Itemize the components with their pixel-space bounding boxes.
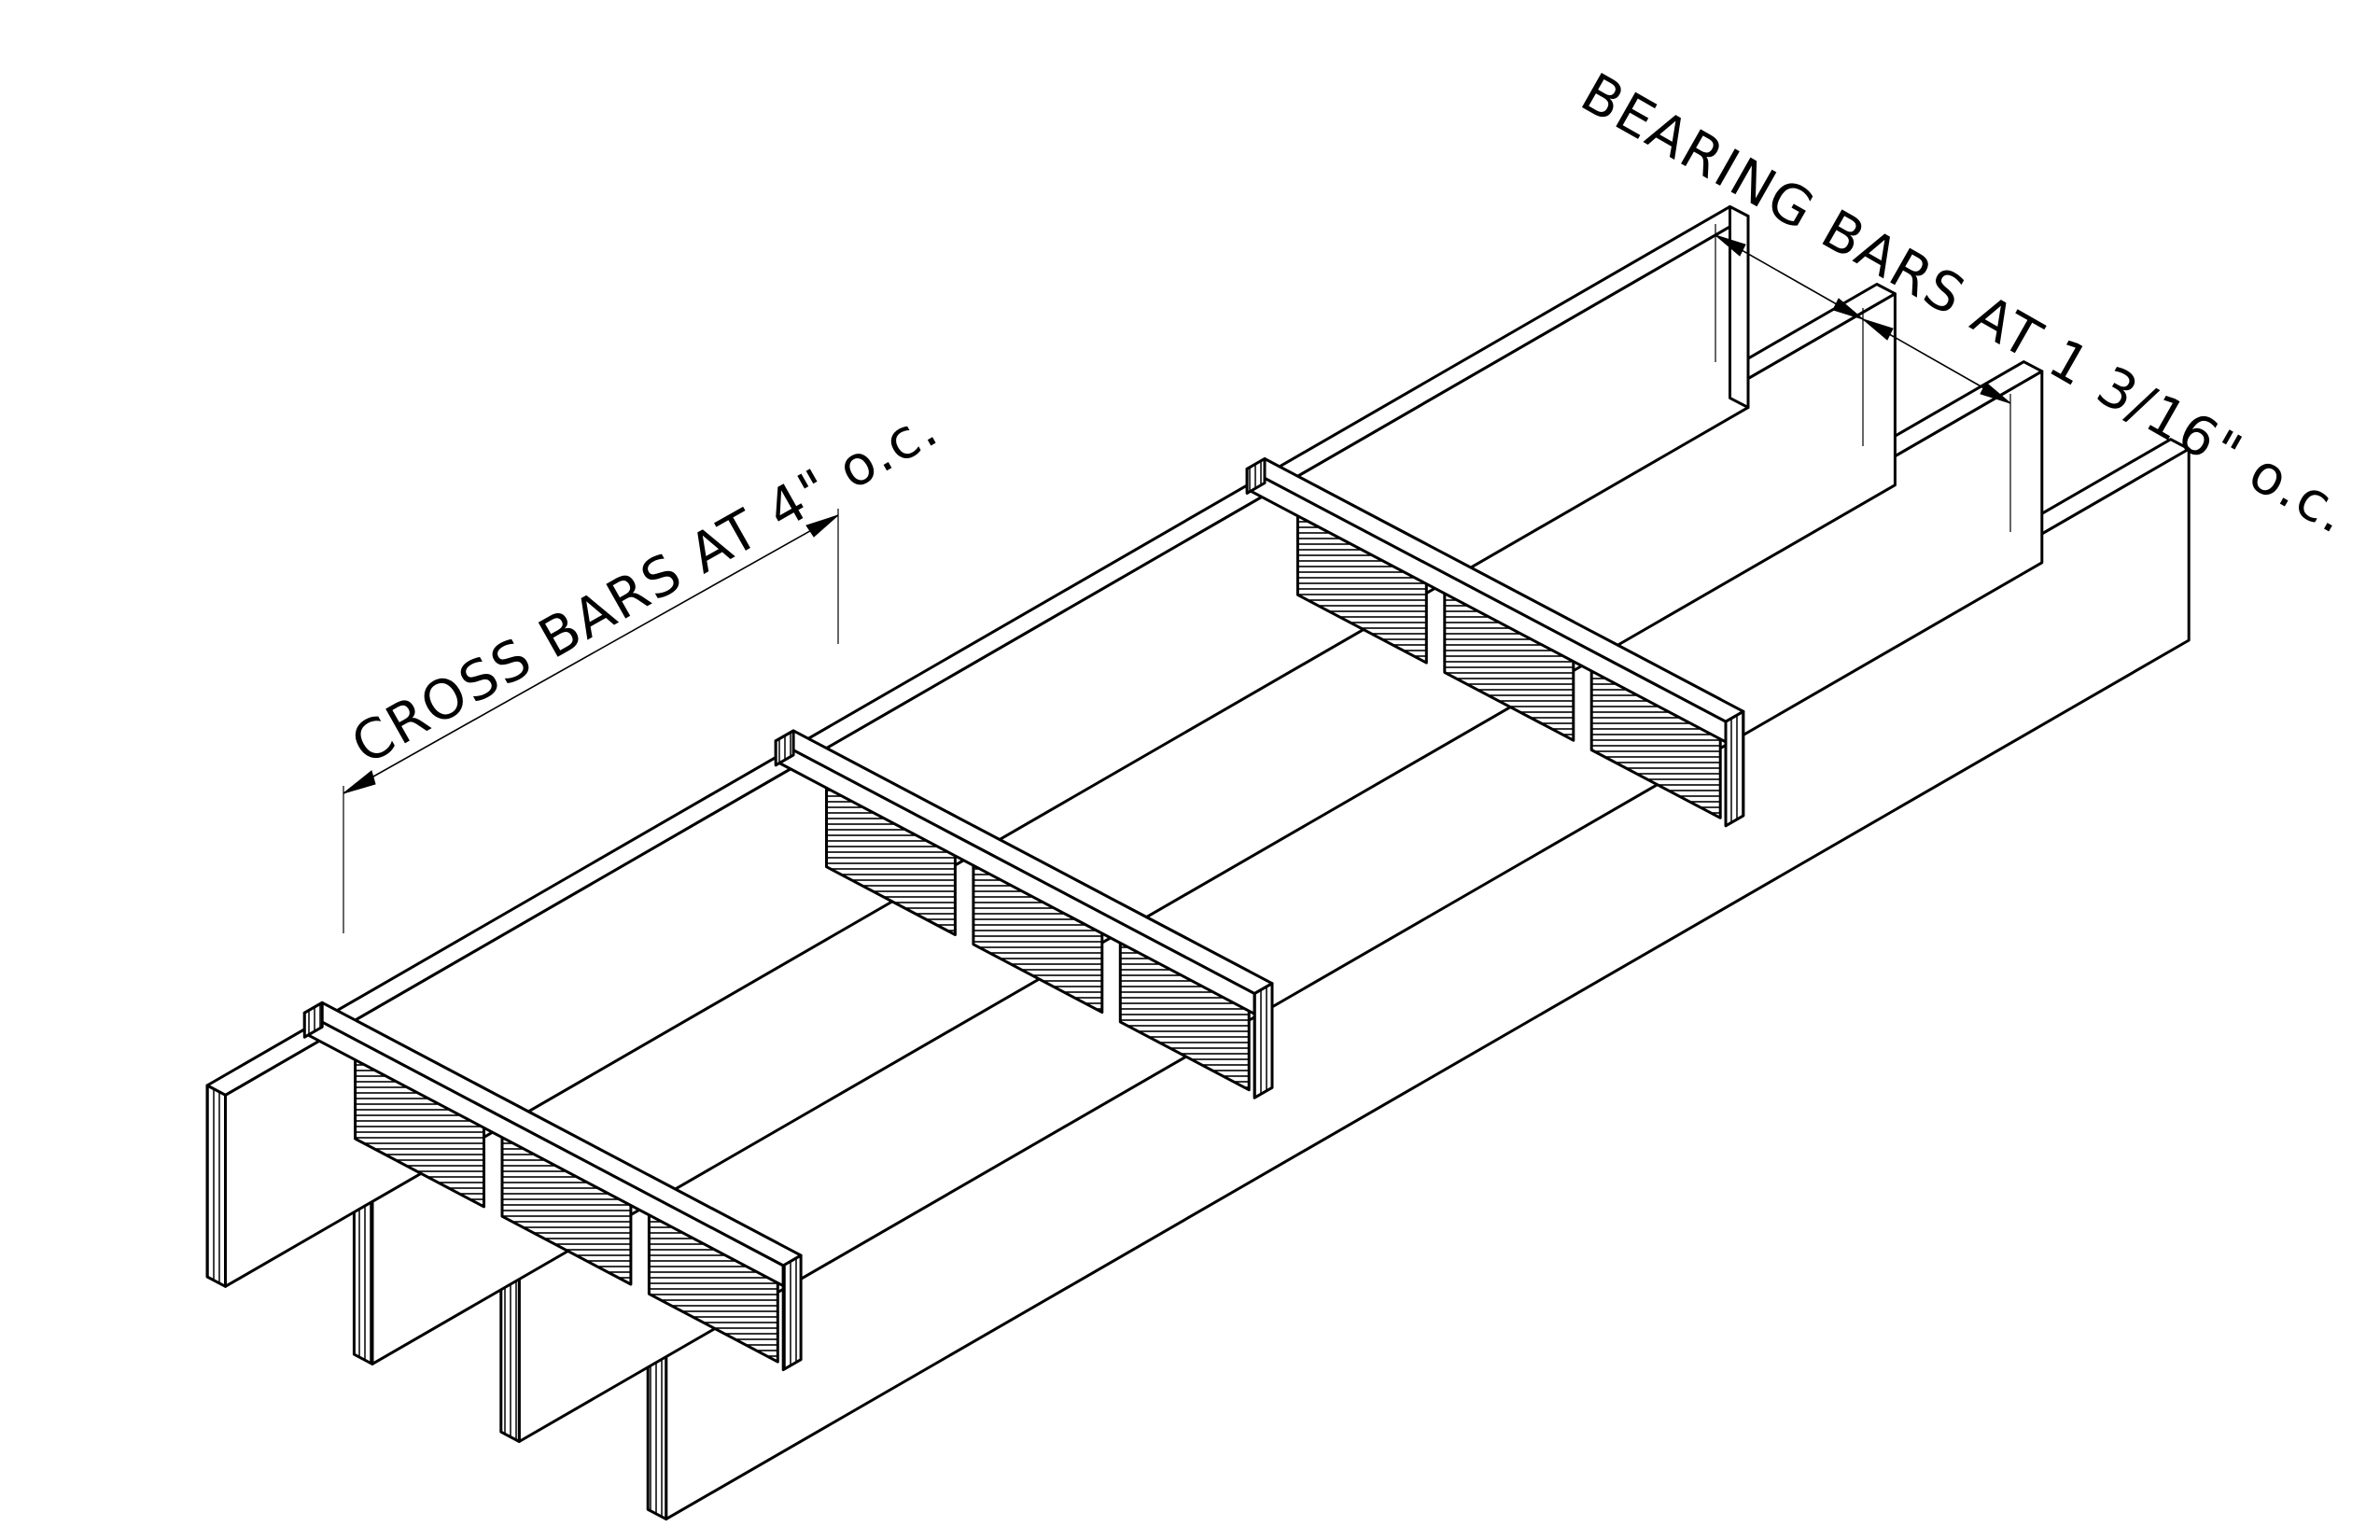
bearing-bars-arrow-2 [1832, 298, 1864, 320]
bearing-bar-end-face [205, 1084, 227, 1288]
cross-bar-left-end [774, 729, 795, 767]
cross-bar-end-face [781, 1253, 803, 1372]
cross-bar-end-face [1253, 982, 1274, 1099]
bearing-bar-back-end [1729, 204, 1750, 410]
grating-bars [205, 204, 2191, 1521]
cross-bars-arrow-left [343, 770, 376, 794]
cross-bar-end-face [1724, 709, 1745, 828]
cross-bar-left-end [1245, 457, 1267, 495]
cross-bars-arrow-right [805, 514, 839, 538]
cross-bar-left-end [302, 1001, 324, 1039]
bearing-bars-arrow-3 [1862, 318, 1894, 341]
cross-bars-dimension-line [343, 514, 839, 794]
bearing-bars-arrow-4 [1980, 382, 2011, 404]
bearing-bars-arrow-1 [1715, 234, 1746, 257]
